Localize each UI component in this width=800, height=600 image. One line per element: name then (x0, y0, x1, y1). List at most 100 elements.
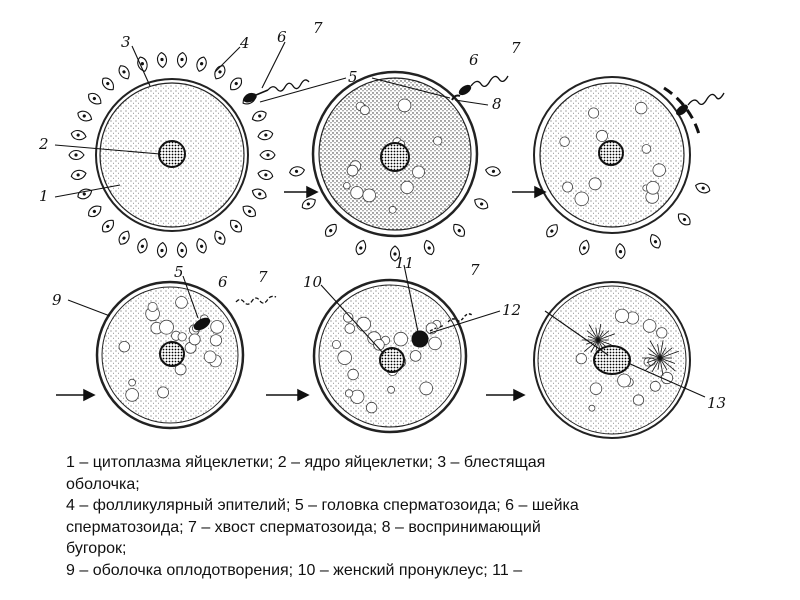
label-4: 4 (239, 34, 250, 52)
yolk-vacuole (643, 320, 656, 333)
yolk-vacuole (590, 383, 602, 395)
label-1: 1 (39, 187, 49, 205)
follicle-cell (228, 75, 245, 92)
follicle-cell (177, 52, 188, 68)
label-11: 11 (395, 254, 414, 272)
yolk-vacuole (647, 181, 660, 194)
sperm-cell (242, 80, 309, 104)
yolk-vacuole (653, 164, 666, 177)
label-10: 10 (303, 273, 323, 291)
yolk-vacuole (401, 181, 413, 193)
follicle-cell (76, 187, 93, 201)
label-9: 9 (52, 291, 62, 309)
sperm-tail (236, 296, 276, 304)
follicle-cell (177, 242, 188, 258)
label-8: 8 (492, 95, 502, 113)
follicle-cell (260, 151, 275, 160)
egg-nucleus (159, 141, 185, 167)
yolk-vacuole (148, 302, 157, 311)
yolk-vacuole (389, 206, 396, 213)
egg-cell-stage-4 (97, 282, 276, 428)
follicle-cell (86, 91, 103, 107)
follicle-cell (117, 64, 132, 81)
yolk-vacuole (129, 379, 136, 386)
follicle-cell (323, 222, 340, 239)
male-pronucleus (412, 331, 428, 347)
yolk-vacuole (332, 340, 340, 348)
yolk-vacuole (366, 402, 377, 413)
egg-cell-stage-1 (69, 52, 309, 258)
sperm-cell (674, 93, 724, 118)
egg-cell-stage-6 (534, 282, 690, 438)
egg-nucleus (160, 342, 184, 366)
follicle-cell (86, 203, 103, 219)
follicle-cell (472, 196, 489, 211)
follicle-cell (648, 233, 663, 250)
yolk-vacuole (126, 389, 139, 402)
follicle-cell (615, 243, 625, 259)
egg-nucleus (599, 141, 623, 165)
egg-cell-stage-3 (534, 77, 724, 259)
follicle-cell (76, 109, 93, 123)
yolk-vacuole (351, 187, 363, 199)
follicle-cell (251, 187, 268, 201)
fertilization-diagram: 1 2 3 4 5 6 7 6 7 8 9 5 6 7 10 11 7 12 1… (0, 0, 800, 440)
yolk-vacuole (178, 333, 186, 341)
female-pronucleus (380, 348, 404, 372)
yolk-vacuole (204, 351, 216, 363)
follicle-cell (100, 217, 117, 234)
follicle-cell (70, 169, 87, 181)
yolk-vacuole (176, 297, 188, 309)
zygote-nucleus (594, 346, 630, 374)
follicle-cell (422, 239, 436, 256)
follicle-cell (257, 129, 274, 141)
legend-line: 1 – цитоплазма яйцеклетки; 2 – ядро яйце… (66, 452, 746, 474)
yolk-vacuole (119, 341, 130, 352)
label-3: 3 (121, 33, 131, 51)
yolk-vacuole (394, 332, 408, 346)
yolk-vacuole (420, 382, 433, 395)
yolk-vacuole (338, 351, 352, 365)
follicle-cell (485, 166, 501, 177)
yolk-vacuole (158, 387, 169, 398)
yolk-vacuole (388, 386, 395, 393)
yolk-vacuole (657, 328, 667, 338)
yolk-vacuole (189, 334, 200, 345)
yolk-vacuole (347, 165, 358, 176)
yolk-vacuole (615, 309, 628, 322)
follicle-cell (117, 229, 132, 246)
label-13: 13 (707, 394, 726, 412)
yolk-vacuole (650, 381, 660, 391)
yolk-vacuole (210, 335, 221, 346)
yolk-vacuole (635, 102, 647, 114)
label-7-top-mid: 7 (511, 39, 521, 57)
follicle-cell (212, 64, 227, 81)
follicle-cell (70, 129, 87, 141)
follicle-cell (212, 229, 227, 246)
label-7-bottom-mid: 7 (470, 261, 480, 279)
follicle-cell (544, 222, 560, 239)
yolk-vacuole (344, 182, 351, 189)
yolk-vacuole (398, 99, 411, 112)
yolk-vacuole (589, 178, 601, 190)
label-7-bottom-left: 7 (258, 268, 268, 286)
yolk-vacuole (363, 189, 376, 202)
yolk-vacuole (576, 354, 586, 364)
yolk-vacuole (410, 351, 421, 362)
label-7-top-left: 7 (313, 19, 323, 37)
yolk-vacuole (560, 137, 570, 147)
legend-line: 4 – фолликулярный эпителий; 5 – головка … (66, 495, 746, 517)
legend-line: 9 – оболочка оплодотворения; 10 – женски… (66, 560, 746, 582)
yolk-vacuole (360, 106, 369, 115)
follicle-cell (195, 237, 208, 254)
legend-line: бугорок; (66, 538, 746, 560)
label-12: 12 (502, 301, 521, 319)
follicle-cell (578, 239, 591, 256)
label-5-bottom: 5 (174, 263, 184, 281)
label-5-top: 5 (348, 68, 358, 86)
follicle-cell (228, 217, 245, 234)
yolk-vacuole (618, 374, 631, 387)
follicle-cell (289, 166, 305, 177)
follicle-cell (251, 109, 268, 123)
follicle-cell (157, 52, 168, 68)
